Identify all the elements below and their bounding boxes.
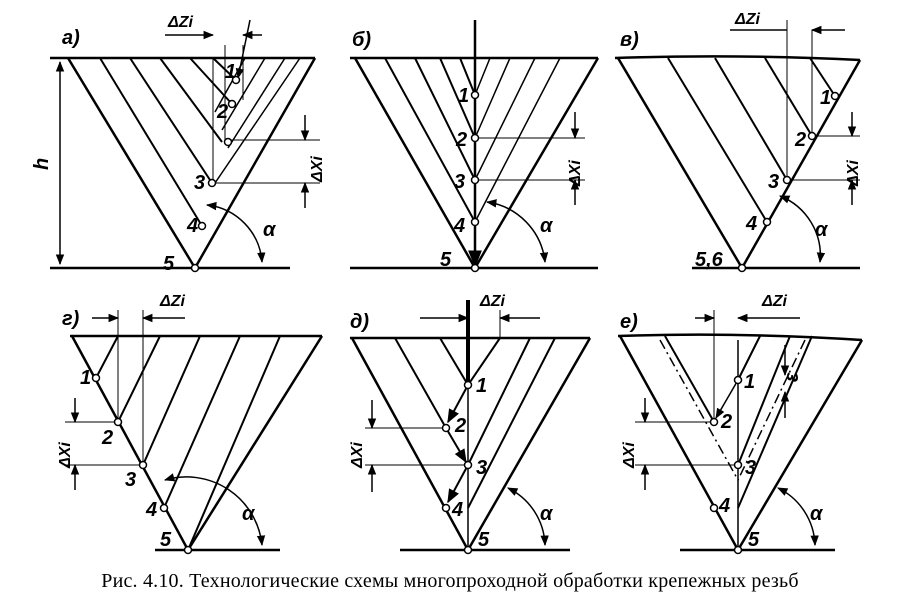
panel-c-dx-label: ΔXi: [845, 160, 862, 187]
panel-b-point-4: 4: [453, 215, 465, 237]
panel-e-point-2: 2: [454, 415, 466, 437]
panel-d: [65, 310, 324, 552]
panel-c-point-2: 2: [794, 129, 806, 151]
figure-caption: Рис. 4.10. Технологические схемы многопр…: [101, 570, 799, 592]
panel-b-dx-label: ΔXi: [567, 160, 584, 187]
panel-f-dz-label: ΔZi: [761, 293, 788, 310]
panel-f-point-3: 3: [745, 457, 756, 479]
panel-e-alpha: α: [540, 503, 554, 525]
panel-d-point-1: 1: [80, 367, 91, 389]
panel-a-point-5: 5: [163, 253, 175, 275]
panel-f-eps: ε: [781, 372, 803, 382]
panel-e-point-5: 5: [478, 529, 490, 551]
panel-a-point-2: 2: [216, 101, 228, 123]
panel-a-point-3: 3: [194, 172, 205, 194]
panel-f-point-2: 2: [720, 411, 732, 433]
panel-d-point-4: 4: [145, 499, 157, 521]
panel-c-alpha: α: [815, 219, 829, 241]
panel-f-point-5: 5: [748, 529, 760, 551]
panel-c-dz-label: ΔZi: [734, 11, 761, 28]
panel-c-points: [737, 91, 840, 273]
panel-f-alpha: α: [810, 503, 824, 525]
panel-c-point-4: 4: [745, 213, 757, 235]
panel-f-point-1: 1: [744, 371, 755, 393]
panel-d-point-2: 2: [101, 427, 113, 449]
panel-d-points: [91, 373, 193, 555]
panel-c-point-3: 3: [768, 171, 779, 193]
panel-b-points: [470, 90, 480, 273]
panel-f-dx-label: ΔXi: [621, 442, 638, 469]
panel-a-point-1: 1: [225, 61, 236, 83]
panel-a-dx-label: ΔXi: [309, 156, 326, 183]
panel-e-dx-label: ΔXi: [349, 442, 366, 469]
panel-a: [50, 19, 320, 270]
panel-e-points: [441, 380, 473, 555]
panel-e-letter: д): [350, 311, 369, 333]
panel-f-points: [709, 375, 743, 555]
panel-c-point-1: 1: [820, 87, 831, 109]
panel-d-point-3: 3: [125, 469, 136, 491]
panel-d-point-5: 5: [160, 529, 172, 551]
panel-b-point-5: 5: [440, 249, 452, 271]
panel-b: [350, 20, 600, 270]
panel-b-letter: б): [352, 29, 371, 51]
panel-d-alpha: α: [242, 503, 256, 525]
panel-a-h-label: h: [31, 158, 53, 170]
panel-a-point-4: 4: [186, 215, 198, 237]
panel-a-letter: а): [62, 27, 80, 49]
panel-f-letter: е): [620, 311, 638, 333]
panel-c-letter: в): [620, 29, 639, 51]
panel-b-alpha: α: [540, 215, 554, 237]
panel-c: [614, 20, 862, 270]
panel-a-dz-label: ΔZi: [167, 14, 194, 31]
panel-e-point-4: 4: [451, 499, 463, 521]
panel-b-point-1: 1: [458, 85, 469, 107]
panel-e-point-1: 1: [476, 375, 487, 397]
panel-d-dz-label: ΔZi: [159, 293, 186, 310]
panel-d-dx-label: ΔXi: [57, 442, 74, 469]
panel-f-point-4: 4: [718, 495, 730, 517]
panel-e: [350, 300, 592, 552]
panel-f: [617, 310, 864, 552]
panel-c-point-5-6: 5,6: [695, 249, 724, 271]
panel-a-points: [190, 75, 241, 273]
panel-e-point-3: 3: [476, 457, 487, 479]
panel-a-alpha: α: [263, 219, 277, 241]
panel-d-letter: г): [62, 308, 80, 330]
panel-b-point-2: 2: [455, 129, 467, 151]
panel-b-point-3: 3: [454, 171, 465, 193]
panel-e-dz-label: ΔZi: [479, 293, 506, 310]
